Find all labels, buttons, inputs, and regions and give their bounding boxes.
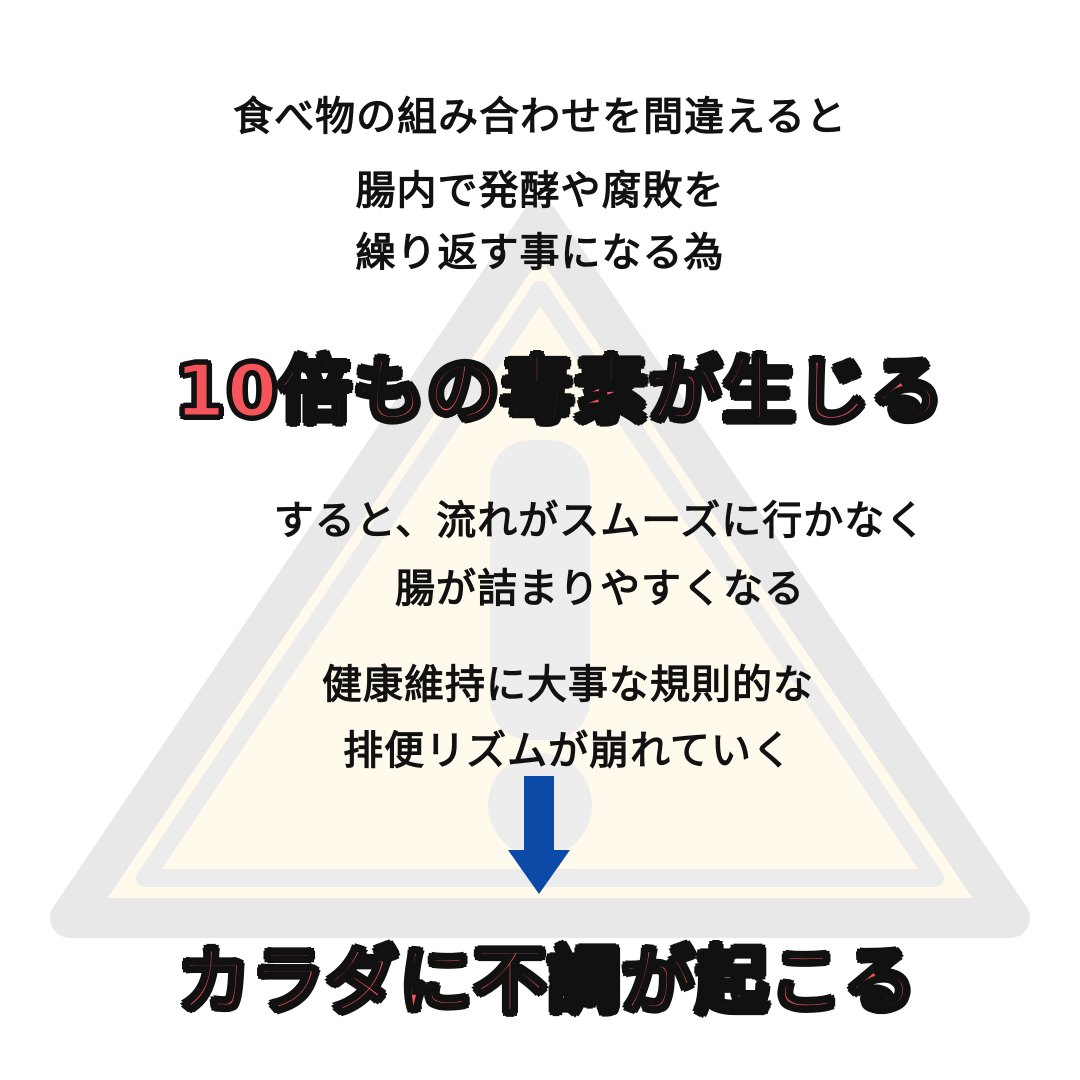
middle-line-1: すると、流れがスムーズに行かなく (273, 498, 927, 544)
arrow-down-icon (508, 776, 570, 894)
middle-line-2: 腸が詰まりやすくなる (395, 566, 805, 612)
intro-line-1: 食べ物の組み合わせを間違えると (233, 94, 847, 140)
intro-line-3: 繰り返す事になる為 (355, 230, 725, 276)
headline-condition: カラダに不調が起こる (176, 938, 918, 1025)
lower-line-1: 健康維持に大事な規則的な (322, 662, 814, 708)
lower-line-2: 排便リズムが崩れていく (343, 728, 793, 774)
headline-toxins: 10倍もの毒素が生じる (173, 348, 946, 435)
intro-line-2: 腸内で発酵や腐敗を (355, 168, 725, 214)
exclamation-bar (490, 440, 590, 740)
